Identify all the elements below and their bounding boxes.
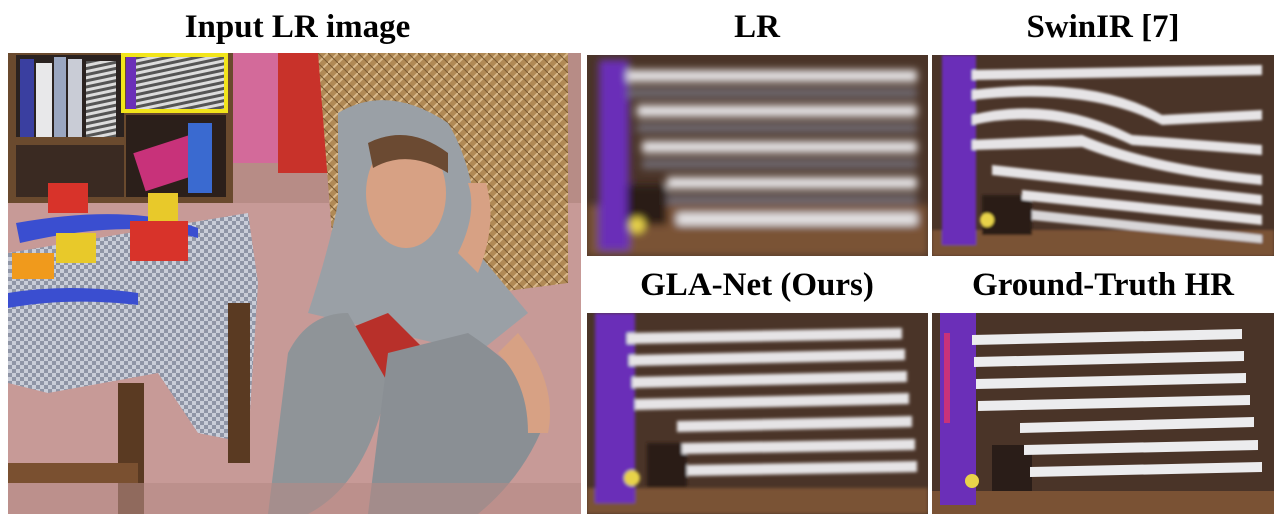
input-lr-image <box>8 53 581 514</box>
caption-swinir: SwinIR [7] <box>1026 9 1180 45</box>
crop-ground-truth <box>932 313 1274 514</box>
highlight-box <box>121 53 228 113</box>
crop-ground-truth-illustration <box>932 313 1274 514</box>
crop-lr <box>587 55 928 256</box>
crop-glanet <box>587 313 928 514</box>
caption-glanet: GLA-Net (Ours) <box>640 267 874 303</box>
crop-swinir-illustration <box>932 55 1274 256</box>
crop-swinir <box>932 55 1274 256</box>
crop-glanet-illustration <box>587 313 928 514</box>
caption-lr: LR <box>734 9 780 45</box>
crop-lr-illustration <box>587 55 928 256</box>
caption-input-lr-image: Input LR image <box>184 9 411 45</box>
input-scene-illustration <box>8 53 581 514</box>
caption-ground-truth: Ground-Truth HR <box>972 267 1234 303</box>
